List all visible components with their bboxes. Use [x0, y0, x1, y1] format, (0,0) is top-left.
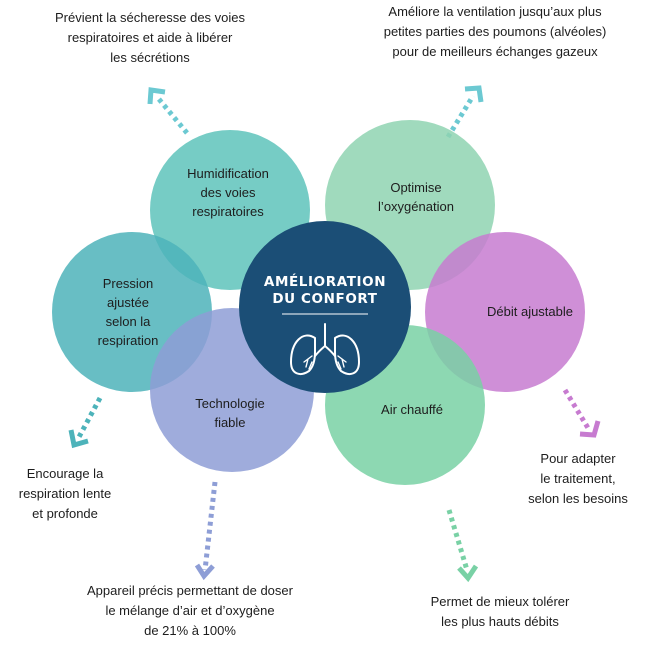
center-title: AMÉLIORATION DU CONFORT	[250, 274, 400, 308]
note-top-left-line2: respiratoires et aide à libérer	[67, 30, 233, 45]
note-top-right: Améliore la ventilation jusqu’aux plus p…	[345, 2, 645, 62]
label-pression-line3: selon la	[105, 314, 151, 329]
note-right-line3: selon les besoins	[528, 491, 628, 506]
label-pression-line4: respiration	[97, 333, 159, 348]
note-top-right-line2: petites parties des poumons (alvéoles)	[383, 24, 607, 39]
circle-debit	[425, 232, 585, 392]
arrow-left-icon	[76, 396, 103, 439]
arrow-bottom-left-icon	[202, 481, 218, 571]
center-title-line1: AMÉLIORATION	[263, 274, 387, 290]
note-bottom-left-line2: le mélange d’air et d’oxygène	[105, 603, 275, 618]
label-humidification: Humidification des voies respiratoires	[168, 164, 288, 221]
label-oxygenation-line1: Optimise	[390, 180, 442, 195]
label-oxygenation: Optimise l’oxygénation	[356, 178, 476, 216]
arrow-bottom-left-head-icon	[194, 563, 215, 581]
label-debit: Débit ajustable	[470, 302, 590, 321]
label-air: Air chauffé	[352, 400, 472, 419]
note-bottom-right-line1: Permet de mieux tolérer	[430, 594, 570, 609]
label-technologie-line1: Technologie	[195, 396, 265, 411]
center-circle	[239, 221, 411, 393]
note-left-line2: respiration lente	[18, 486, 112, 501]
arrow-top-left-head-icon	[147, 87, 166, 105]
label-debit-line1: Débit ajustable	[487, 304, 573, 319]
note-right-line1: Pour adapter	[540, 451, 616, 466]
arrow-bottom-right-icon	[446, 509, 470, 571]
arrow-top-right-icon	[445, 94, 476, 139]
arrow-right-icon	[562, 388, 591, 430]
note-bottom-left-line3: de 21% à 100%	[144, 623, 236, 638]
arrow-top-right-head-icon	[464, 85, 484, 103]
note-top-left: Prévient la sécheresse des voies respira…	[10, 8, 290, 68]
label-humidification-line3: respiratoires	[192, 204, 264, 219]
note-left-line3: et profonde	[32, 506, 98, 521]
note-bottom-left: Appareil précis permettant de doser le m…	[55, 581, 325, 641]
note-left: Encourage la respiration lente et profon…	[0, 464, 130, 524]
arrow-right-head-icon	[579, 420, 601, 438]
label-oxygenation-line2: l’oxygénation	[378, 199, 454, 214]
note-top-left-line1: Prévient la sécheresse des voies	[54, 10, 246, 25]
note-right: Pour adapter le traitement, selon les be…	[510, 449, 646, 509]
note-bottom-left-line1: Appareil précis permettant de doser	[87, 583, 293, 598]
label-pression-line2: ajustée	[107, 295, 149, 310]
label-technologie-line2: fiable	[214, 415, 246, 430]
label-air-line1: Air chauffé	[381, 402, 443, 417]
label-pression-line1: Pression	[102, 276, 154, 291]
note-bottom-right-line2: les plus hauts débits	[441, 614, 559, 629]
note-top-right-line3: pour de meilleurs échanges gazeux	[392, 44, 598, 59]
note-bottom-right: Permet de mieux tolérer les plus hauts d…	[395, 592, 605, 632]
label-pression: Pression ajustée selon la respiration	[68, 274, 188, 350]
note-top-left-line3: les sécrétions	[110, 50, 190, 65]
lungs-icon	[290, 323, 360, 375]
label-humidification-line1: Humidification	[187, 166, 269, 181]
note-top-right-line1: Améliore la ventilation jusqu’aux plus	[388, 4, 602, 19]
note-left-line1: Encourage la	[26, 466, 104, 481]
arrow-bottom-right-head-icon	[457, 564, 479, 583]
label-humidification-line2: des voies	[200, 185, 256, 200]
note-right-line2: le traitement,	[540, 471, 616, 486]
center-title-line2: DU CONFORT	[272, 291, 378, 307]
arrow-top-left-icon	[156, 96, 189, 135]
label-technologie: Technologie fiable	[170, 394, 290, 432]
arrow-left-head-icon	[68, 429, 89, 449]
